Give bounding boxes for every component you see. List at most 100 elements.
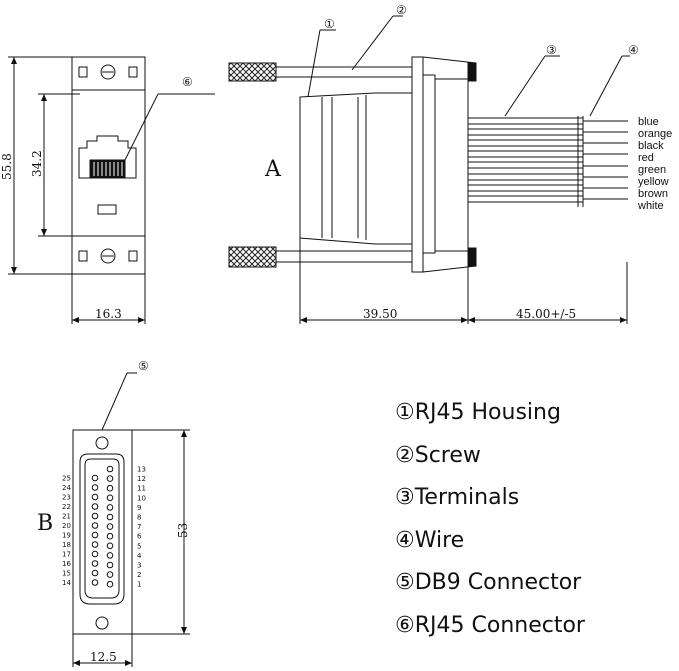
pin-hole bbox=[91, 550, 99, 558]
dim-db-height: 53 bbox=[176, 523, 190, 538]
legend-mark: ⑥ bbox=[395, 613, 415, 638]
rj45-port bbox=[78, 135, 137, 179]
pin-hole bbox=[91, 560, 99, 567]
legend-item: ①RJ45 Housing bbox=[395, 402, 561, 424]
dimension-arrows bbox=[11, 57, 627, 666]
callout-2: ② bbox=[396, 3, 407, 17]
callout-5: ⑤ bbox=[138, 359, 149, 373]
pin-number: 17 bbox=[62, 551, 71, 559]
pin-number: 13 bbox=[137, 466, 146, 474]
pin-hole bbox=[106, 513, 114, 521]
pin-hole bbox=[106, 504, 114, 511]
legend-label: DB9 Connector bbox=[414, 570, 582, 595]
legend-label: RJ45 Housing bbox=[414, 400, 561, 425]
pin-hole bbox=[106, 494, 114, 502]
pin-number: 18 bbox=[62, 541, 71, 549]
pin-number: 4 bbox=[137, 552, 142, 560]
dim-front-height: 55.8 bbox=[0, 153, 14, 180]
pin-hole bbox=[106, 542, 114, 550]
pin-number: 8 bbox=[137, 514, 141, 522]
mount-slot bbox=[78, 66, 88, 78]
legend-label: Wire bbox=[414, 528, 465, 553]
db-face-view bbox=[72, 372, 190, 667]
pin-number: 24 bbox=[62, 484, 71, 492]
legend-item: ②Screw bbox=[395, 445, 481, 467]
pin-number: 5 bbox=[137, 542, 141, 550]
pin-number: 23 bbox=[62, 494, 71, 502]
pin-hole bbox=[91, 569, 99, 577]
db-shell bbox=[434, 78, 469, 252]
wire-color-labels: blue orange black red green yellow brown… bbox=[637, 116, 672, 212]
wire-label: red bbox=[638, 152, 654, 164]
mount-slot bbox=[78, 250, 88, 262]
pin-number: 11 bbox=[137, 485, 146, 493]
pin-number: 15 bbox=[62, 570, 71, 578]
flange bbox=[411, 56, 424, 273]
pin-hole bbox=[106, 561, 114, 569]
pin-number: 16 bbox=[62, 560, 71, 568]
mount-hole-icon bbox=[95, 616, 109, 630]
pin-hole bbox=[106, 465, 114, 473]
pin-column-left bbox=[91, 474, 99, 586]
callout-3: ③ bbox=[546, 43, 557, 57]
pin-number: 22 bbox=[62, 503, 71, 511]
wire-bundle bbox=[468, 117, 583, 203]
pin-hole bbox=[106, 523, 114, 530]
pin-hole bbox=[106, 580, 114, 588]
legend-mark: ④ bbox=[395, 528, 415, 553]
wire-label: orange bbox=[638, 128, 672, 140]
legend-mark: ③ bbox=[395, 485, 415, 510]
dim-front-width: 16.3 bbox=[95, 307, 122, 321]
legend-label: Terminals bbox=[414, 485, 520, 510]
legend-item: ⑥RJ45 Connector bbox=[395, 615, 585, 637]
screw-knurl bbox=[228, 246, 277, 268]
pin-hole bbox=[106, 552, 114, 559]
screw-head-icon bbox=[100, 248, 116, 264]
db-shell-outline bbox=[79, 453, 125, 605]
screw-knurl bbox=[228, 62, 277, 82]
pin-number: 20 bbox=[62, 522, 71, 530]
screw-head-icon bbox=[100, 64, 116, 80]
rj45-housing bbox=[299, 92, 413, 245]
wire-label: white bbox=[637, 200, 664, 212]
legend-item: ③Terminals bbox=[395, 487, 519, 509]
legend-mark: ① bbox=[395, 400, 415, 425]
pin-hole bbox=[106, 475, 114, 482]
wire-tips bbox=[577, 116, 628, 207]
pin-number: 6 bbox=[137, 533, 142, 541]
pin-hole bbox=[106, 532, 114, 540]
wire-label: yellow bbox=[638, 176, 669, 188]
dim-side-wire: 45.00+/-5 bbox=[516, 307, 576, 321]
pin-number: 19 bbox=[62, 532, 71, 540]
pin-number: 7 bbox=[137, 523, 141, 531]
pin-hole bbox=[91, 503, 99, 510]
pin-hole bbox=[106, 571, 114, 578]
pin-number: 25 bbox=[62, 475, 71, 483]
legend-item: ⑤DB9 Connector bbox=[395, 572, 581, 594]
pin-number: 14 bbox=[62, 579, 71, 587]
wire-label: brown bbox=[638, 188, 668, 200]
mount-slot bbox=[128, 66, 138, 78]
pin-hole bbox=[91, 474, 99, 482]
legend-item: ④Wire bbox=[395, 530, 464, 552]
dim-front-inner-height: 34.2 bbox=[30, 150, 44, 177]
wire-label: black bbox=[638, 140, 664, 152]
pin-hole bbox=[91, 579, 99, 586]
legend-mark: ⑤ bbox=[395, 570, 415, 595]
pin-number: 10 bbox=[137, 494, 146, 502]
wire-label: green bbox=[638, 164, 666, 176]
mount-hole-icon bbox=[95, 436, 109, 450]
pin-number: 12 bbox=[137, 475, 146, 483]
pin-hole bbox=[91, 512, 99, 520]
view-label-a: A bbox=[264, 157, 282, 182]
view-label-b: B bbox=[37, 511, 53, 536]
pin-hole bbox=[91, 484, 99, 491]
legend-label: Screw bbox=[414, 443, 481, 468]
pin-column-right bbox=[106, 465, 114, 588]
pin-number: 21 bbox=[62, 513, 71, 521]
dim-db-width: 12.5 bbox=[90, 650, 117, 664]
wire-label: blue bbox=[638, 116, 659, 128]
side-view bbox=[228, 15, 630, 324]
front-view bbox=[8, 56, 215, 324]
